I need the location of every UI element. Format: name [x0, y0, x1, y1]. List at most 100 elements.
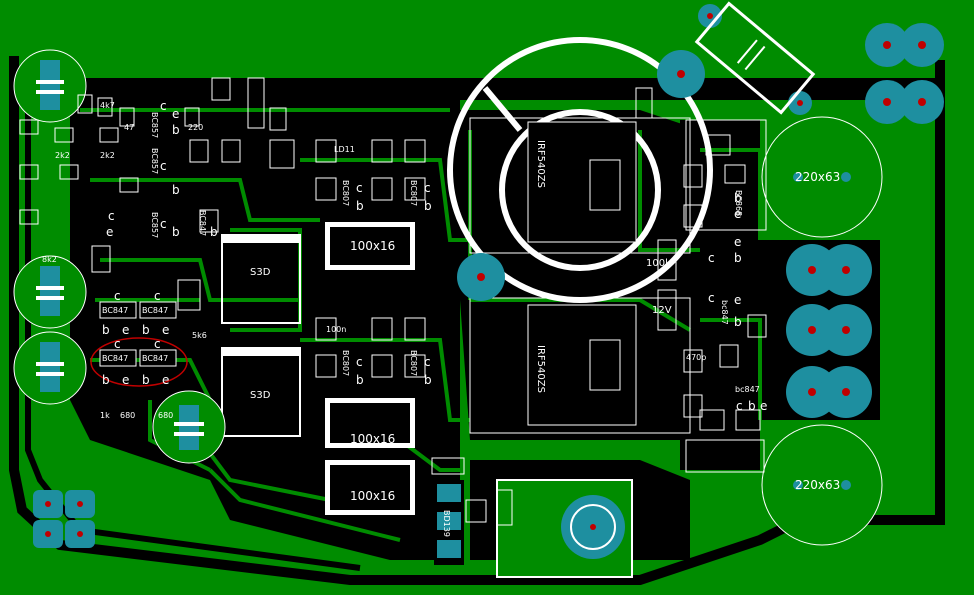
svg-text:b: b — [172, 225, 180, 239]
svg-text:b: b — [172, 123, 180, 137]
cap-470p-label: 470p — [686, 353, 706, 362]
connector-bottom-left — [33, 490, 95, 548]
bc847-label-4: BC847 — [142, 354, 168, 363]
res-8k2-label: 8k2 — [42, 255, 57, 264]
cap-right-bottom: 220x63 — [761, 424, 883, 546]
res-47-label: 47 — [124, 123, 134, 132]
svg-text:c: c — [736, 399, 743, 413]
diode-s3d-bottom-label: S3D — [250, 390, 271, 401]
mosfet-bottom-outline — [469, 297, 691, 434]
cap-left-top-label: 100x16 — [350, 239, 395, 253]
svg-text:b: b — [734, 251, 742, 265]
svg-text:e: e — [734, 293, 741, 307]
svg-text:c: c — [108, 209, 115, 223]
svg-text:b: b — [734, 191, 742, 205]
svg-text:e: e — [122, 323, 129, 337]
svg-text:e: e — [106, 225, 113, 239]
res-4k7-label: 4k7 — [100, 101, 115, 110]
svg-text:c: c — [154, 337, 161, 351]
bc857-label-1: BC857 — [150, 112, 159, 138]
svg-text:b: b — [356, 373, 364, 387]
svg-text:b: b — [102, 373, 110, 387]
bc868-label: BC868 — [734, 190, 743, 216]
svg-text:e: e — [734, 235, 741, 249]
cap-right-top: 220x63 — [761, 116, 883, 238]
bc847-label-6: bc847 — [735, 385, 760, 394]
svg-text:c: c — [356, 181, 363, 195]
svg-text:c: c — [154, 289, 161, 303]
bc847-label-3: BC847 — [102, 354, 128, 363]
output-terminal — [496, 479, 633, 578]
res-2k2a-label: 2k2 — [55, 151, 70, 160]
svg-text:b: b — [142, 373, 150, 387]
bc857-label-3: BC857 — [150, 212, 159, 238]
mosfet-bottom-label: IRF540ZS — [535, 345, 546, 393]
mosfet-top-outline — [469, 117, 691, 254]
diode-s3d-top-label: S3D — [250, 267, 271, 278]
svg-text:b: b — [142, 323, 150, 337]
mount-ring-large — [447, 37, 713, 303]
highlight-ellipse — [90, 337, 188, 387]
bc847-label-5: BC847 — [198, 210, 207, 236]
cap-left-mid-label: 100x16 — [350, 432, 395, 446]
svg-text:b: b — [424, 373, 432, 387]
svg-text:c: c — [160, 159, 167, 173]
bc847-label-1: BC847 — [102, 306, 128, 315]
cap-top-right-rotated — [694, 1, 816, 115]
copper-pour-upper-band — [60, 78, 940, 100]
svg-text:b: b — [424, 199, 432, 213]
svg-text:c: c — [114, 289, 121, 303]
cap-left-top: 100x16 — [325, 222, 415, 270]
svg-text:b: b — [356, 199, 364, 213]
svg-text:b: b — [748, 399, 756, 413]
bc847-group: BC847 BC847 BC847 BC847 BC847 bc847 bc84… — [90, 210, 760, 394]
diode-s3d-top: S3D — [221, 234, 301, 324]
svg-text:c: c — [424, 355, 431, 369]
svg-text:b: b — [210, 225, 218, 239]
res-12v-label: 12V — [652, 305, 672, 316]
svg-text:b: b — [172, 183, 180, 197]
cap-left-mid: 100x16 — [325, 398, 415, 448]
pads-right — [457, 4, 944, 418]
res-680b-label: 680 — [158, 411, 173, 420]
bd139-label: BD139 — [442, 510, 451, 537]
svg-text:e: e — [172, 107, 179, 121]
svg-text:e: e — [122, 373, 129, 387]
svg-text:e: e — [760, 399, 767, 413]
cap-left-bottom-label: 100x16 — [350, 489, 395, 503]
mosfet-top: IRF540ZS — [527, 121, 637, 243]
bc807-label-2: BC807 — [409, 180, 418, 206]
res-680-label: 680 — [120, 411, 135, 420]
res-5k6-label: 5k6 — [192, 331, 207, 340]
bc807-label-3: BC807 — [341, 350, 350, 376]
cap-right-top-label: 220x63 — [795, 170, 840, 184]
transistor-bd139: BD139 — [434, 480, 464, 565]
svg-text:c: c — [114, 337, 121, 351]
diode-s3d-bottom: S3D — [221, 347, 301, 437]
inner-trace-frame — [25, 70, 361, 571]
bc857-label-2: BC857 — [150, 148, 159, 174]
svg-text:c: c — [708, 251, 715, 265]
mount-ring-inner — [499, 109, 661, 271]
svg-text:b: b — [734, 315, 742, 329]
svg-text:e: e — [734, 207, 741, 221]
ld11-label: LD11 — [334, 145, 355, 154]
mount-ring-notch — [482, 86, 523, 132]
svg-text:c: c — [356, 355, 363, 369]
cap-right-bottom-label: 220x63 — [795, 478, 840, 492]
cap-left-bottom: 100x16 — [325, 460, 415, 515]
mosfet-top-label: IRF540ZS — [535, 140, 546, 188]
res-2k2b-label: 2k2 — [100, 151, 115, 160]
res-1k-label: 1k — [100, 411, 110, 420]
bc807-label-4: BC807 — [409, 350, 418, 376]
svg-text:e: e — [162, 323, 169, 337]
svg-text:b: b — [102, 323, 110, 337]
svg-text:c: c — [708, 291, 715, 305]
copper-pour-right-strip — [680, 120, 760, 470]
bc847-label-2: BC847 — [142, 306, 168, 315]
smd-pads — [19, 77, 767, 523]
res-100k-label: 100k — [646, 258, 671, 269]
svg-text:c: c — [424, 181, 431, 195]
svg-text:c: c — [160, 217, 167, 231]
